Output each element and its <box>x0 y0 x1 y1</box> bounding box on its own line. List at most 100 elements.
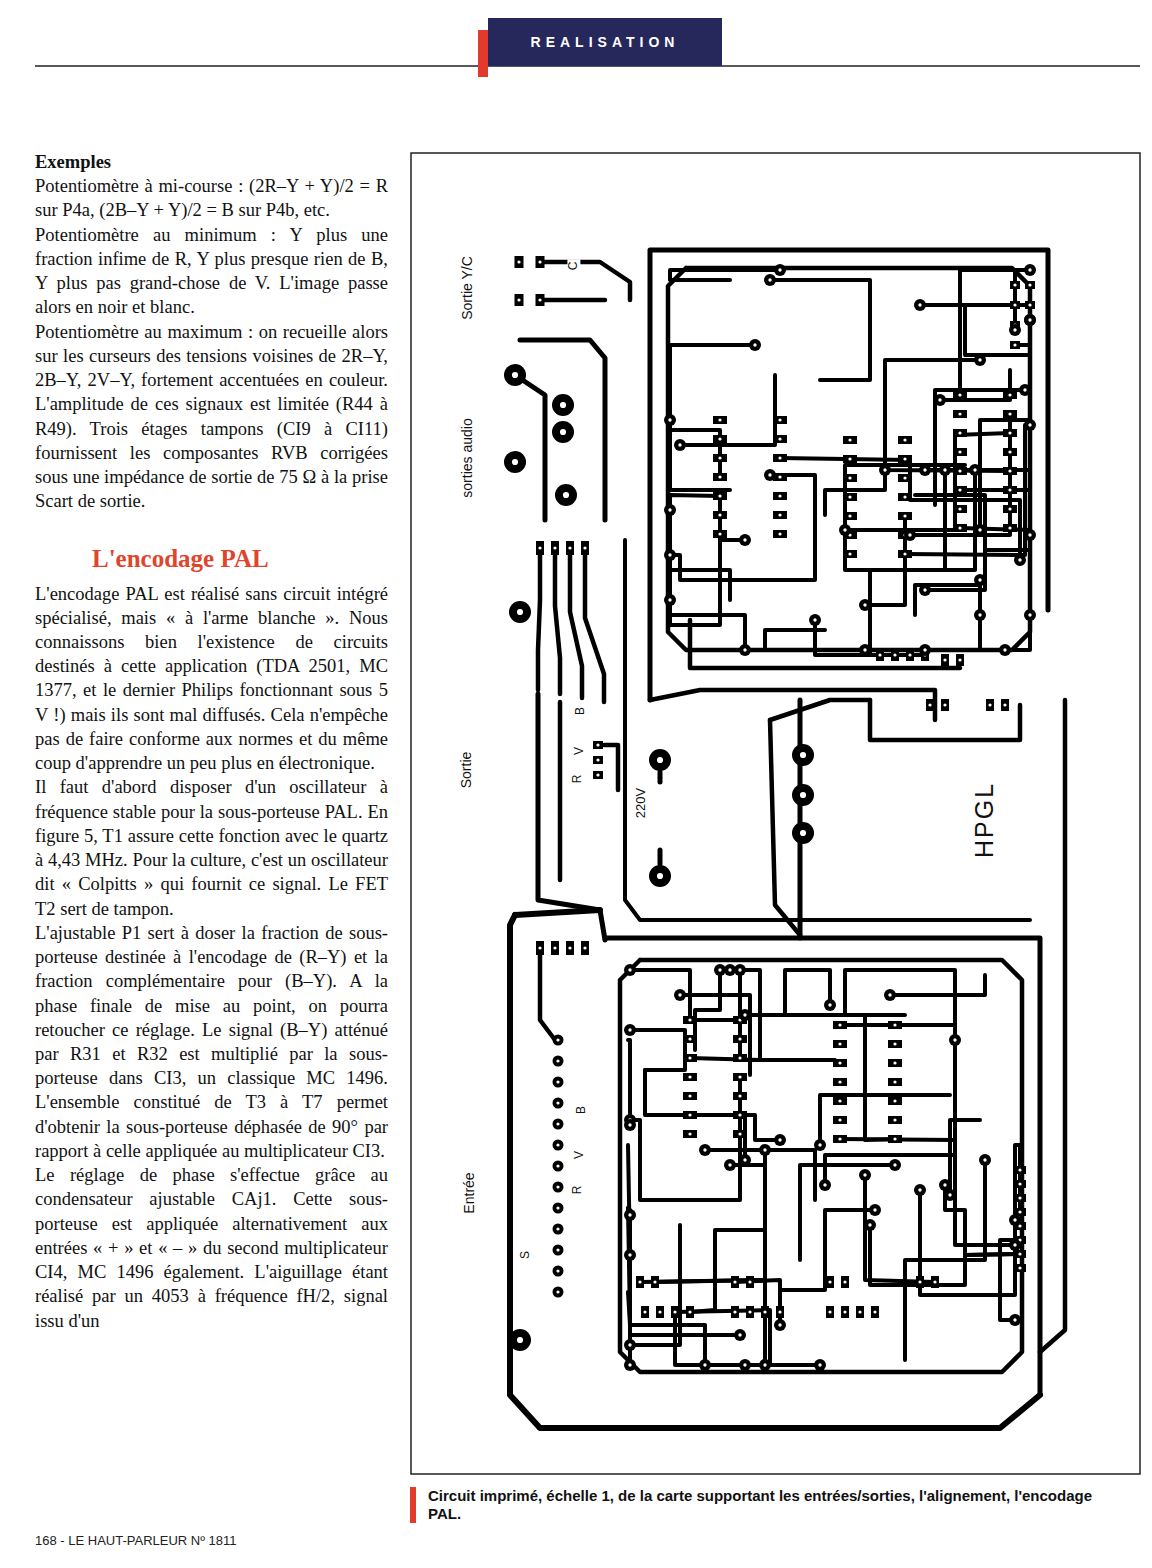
pcb-square-pad <box>566 541 574 555</box>
pad-hole <box>763 1363 766 1366</box>
pad-hole <box>1028 268 1031 271</box>
pcb-pad <box>944 1189 956 1201</box>
pad-hole <box>863 603 866 606</box>
pad-hole <box>958 488 961 491</box>
pcb-pad <box>792 744 814 766</box>
pad-hole <box>596 758 599 761</box>
pcb-square-pad <box>636 1276 644 1288</box>
pcb-square-pad <box>1003 486 1017 494</box>
pad-hole <box>958 431 961 434</box>
pcb-pad <box>824 999 836 1011</box>
pad-hole <box>958 412 961 415</box>
pad-hole <box>768 473 771 476</box>
pcb-square-pad <box>551 541 559 555</box>
pad-hole <box>1013 1218 1016 1221</box>
pcb-square-pad <box>941 654 949 666</box>
pad-hole <box>1018 1168 1021 1171</box>
pcb-trace <box>965 305 1030 355</box>
pad-hole <box>556 1101 559 1104</box>
pad-hole <box>923 648 926 651</box>
pcb-trace <box>800 1165 895 1260</box>
pcb-pad <box>859 599 871 611</box>
pcb-trace <box>655 1165 765 1282</box>
column-part: ExemplesPotentiomètre à mi-course : (2R–… <box>35 150 388 514</box>
pcb-pad <box>774 264 786 276</box>
pad-hole <box>556 1185 559 1188</box>
pad-hole <box>848 457 851 460</box>
pad-hole <box>978 613 981 616</box>
pad-hole <box>838 1023 841 1026</box>
pcb-pad <box>1024 529 1036 541</box>
pcb-trace <box>780 1210 875 1312</box>
board-marking: HPGL <box>971 780 999 860</box>
pcb-square-pad <box>713 473 727 481</box>
pad-hole <box>908 533 911 536</box>
pcb-square-pad <box>826 1276 834 1288</box>
pcb-square-pad <box>1014 1180 1026 1188</box>
pcb-square-pad <box>683 1054 697 1062</box>
pad-hole <box>923 588 926 591</box>
pcb-pad <box>509 601 531 623</box>
figure-frame <box>411 153 1140 1474</box>
pcb-square-pad <box>713 416 727 424</box>
pad-hole <box>678 443 681 446</box>
pcb-trace <box>625 540 1030 920</box>
pad-hole <box>738 1037 741 1040</box>
pin-label: B <box>575 1104 588 1116</box>
pcb-trace <box>670 510 720 625</box>
pad-hole <box>538 546 541 549</box>
pad-hole <box>560 402 566 408</box>
pad-hole <box>953 1038 956 1041</box>
pcb-square-pad <box>773 492 787 500</box>
pad-hole <box>673 1310 676 1313</box>
pad-hole <box>978 358 981 361</box>
pcb-pad <box>674 439 686 451</box>
pcb-square-pad <box>843 436 857 444</box>
pad-hole <box>778 532 781 535</box>
pad-hole <box>628 1343 631 1346</box>
pcb-square-pad <box>1010 301 1020 309</box>
pcb-trace <box>540 955 555 1040</box>
pcb-pad <box>749 339 761 351</box>
pad-hole <box>1013 343 1016 346</box>
pad-hole <box>512 372 518 378</box>
pcb-square-pad <box>888 1078 902 1086</box>
pcb-pad <box>739 534 751 546</box>
pcb-pad <box>809 614 821 626</box>
pad-hole <box>1028 318 1031 321</box>
pcb-square-pad <box>898 550 912 558</box>
pcb-trace <box>630 1030 685 1070</box>
pcb-square-pad <box>683 1130 697 1138</box>
pcb-square-pad <box>713 511 727 519</box>
pad-hole <box>1013 328 1016 331</box>
pad-hole <box>668 418 671 421</box>
pcb-square-pad <box>733 1073 747 1081</box>
pad-hole <box>688 1094 691 1097</box>
pcb-square-pad <box>1014 1250 1026 1258</box>
pcb-square-pad <box>773 454 787 462</box>
pcb-trace <box>650 250 1048 700</box>
pcb-square-pad <box>888 1097 902 1105</box>
pad-hole <box>868 1223 871 1226</box>
pcb-trace <box>515 910 600 915</box>
pad-hole <box>873 1208 876 1211</box>
pad-hole <box>688 1037 691 1040</box>
pcb-pad <box>624 1119 636 1131</box>
pcb-trace <box>670 270 780 280</box>
pcb-trace <box>720 475 815 580</box>
pad-hole <box>838 1137 841 1140</box>
pcb-square-pad <box>916 1276 924 1288</box>
pad-hole <box>553 946 556 949</box>
pcb-trace <box>680 375 775 445</box>
pcb-square-pad <box>871 1306 879 1318</box>
pcb-pad <box>552 394 574 416</box>
pad-hole <box>858 1310 861 1313</box>
pcb-pad <box>504 451 526 473</box>
pad-hole <box>733 1310 736 1313</box>
pcb-square-pad <box>1014 1194 1026 1202</box>
pcb-trace <box>825 470 885 515</box>
pad-hole <box>718 475 721 478</box>
pad-hole <box>828 1280 831 1283</box>
pcb-pad <box>819 1179 831 1191</box>
pcb-square-pad <box>761 1306 769 1318</box>
